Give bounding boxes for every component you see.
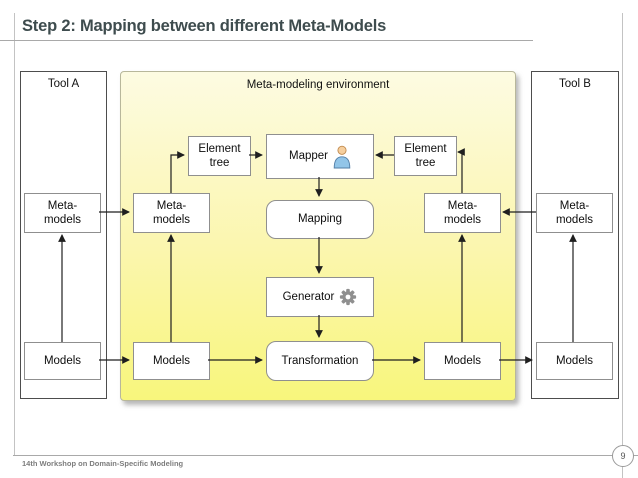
node-label: Mapper	[289, 150, 328, 163]
node-label: Models	[43, 354, 82, 367]
tool-b-title: Tool B	[559, 78, 591, 90]
node-label: Meta- models	[555, 199, 594, 226]
metamodels-right-box: Meta- models	[424, 193, 501, 233]
node-label: Element tree	[198, 142, 241, 169]
gear-icon	[340, 288, 357, 306]
element-tree-left-box: Element tree	[188, 136, 251, 176]
element-tree-right-box: Element tree	[394, 136, 457, 176]
node-label: Meta- models	[152, 199, 191, 226]
footer-text: 14th Workshop on Domain-Specific Modelin…	[22, 459, 184, 468]
page-number: 9	[620, 451, 626, 461]
mapper-box: Mapper	[266, 134, 374, 179]
mapping-box: Mapping	[266, 200, 374, 239]
page-number-badge: 9	[612, 445, 634, 467]
tool-a-models-box: Models	[24, 342, 101, 380]
generator-box: Generator	[266, 277, 374, 317]
transformation-box: Transformation	[266, 341, 374, 381]
node-label: Mapping	[297, 213, 343, 226]
slide-title: Step 2: Mapping between different Meta-M…	[22, 17, 387, 35]
node-label: Models	[555, 354, 594, 367]
node-label: Generator	[282, 290, 335, 303]
models-left-box: Models	[133, 342, 210, 380]
right-guideline	[622, 13, 623, 478]
node-label: Transformation	[281, 354, 359, 367]
models-right-box: Models	[424, 342, 501, 380]
title-underline	[0, 40, 533, 41]
node-label: Meta- models	[43, 199, 82, 226]
metamodels-left-box: Meta- models	[133, 193, 210, 233]
tool-b-metamodels-box: Meta- models	[536, 193, 613, 233]
node-label: Element tree	[404, 142, 447, 169]
tool-a-metamodels-box: Meta- models	[24, 193, 101, 233]
left-guideline	[14, 13, 15, 455]
node-label: Models	[443, 354, 482, 367]
person-icon	[333, 145, 351, 168]
node-label: Models	[152, 354, 191, 367]
node-label: Meta- models	[443, 199, 482, 226]
environment-title: Meta-modeling environment	[246, 79, 390, 91]
tool-a-title: Tool A	[47, 78, 80, 90]
tool-b-models-box: Models	[536, 342, 613, 380]
footer-line	[13, 455, 638, 456]
